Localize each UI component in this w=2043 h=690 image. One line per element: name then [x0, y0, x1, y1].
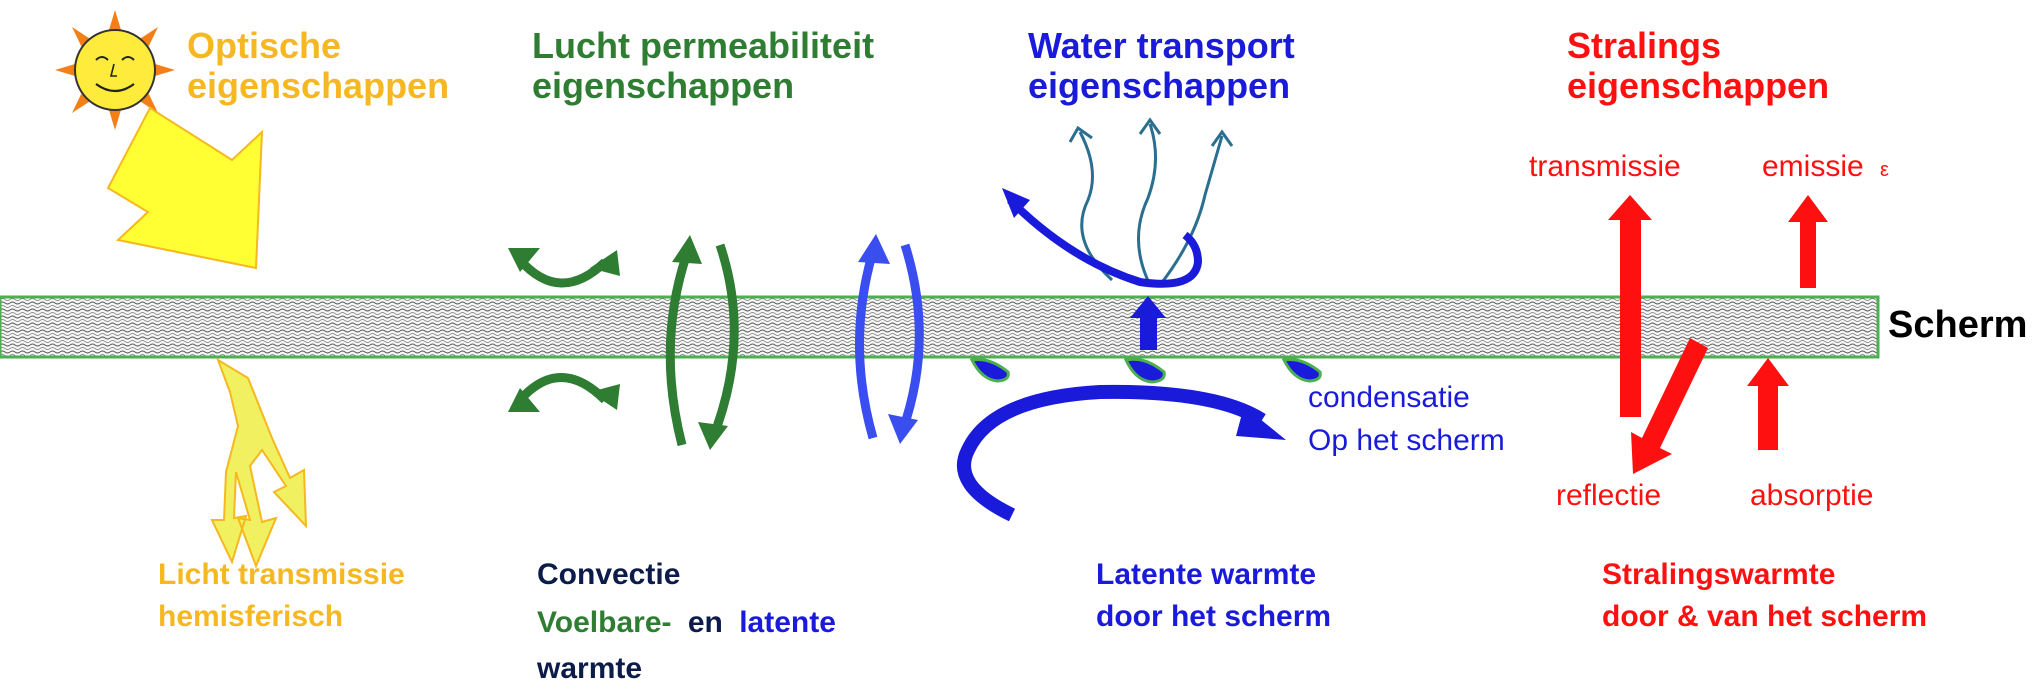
label-transmission: transmissie — [1529, 150, 1681, 183]
latent-convection-arrows — [854, 243, 924, 440]
caption-sensible: Voelbare- — [537, 606, 672, 639]
evaporation-loop-arrow — [1007, 197, 1203, 288]
label-absorption: absorptie — [1750, 479, 1874, 512]
heading-air-line2: eigenschappen — [532, 65, 795, 106]
heading-water: Water transport eigenschappen — [1028, 28, 1295, 104]
caption-radiation-line2: door & van het scherm — [1602, 600, 1928, 633]
label-reflection: reflectie — [1556, 479, 1662, 512]
arrowhead — [672, 235, 702, 264]
vapour-through-screen-arrow — [1130, 296, 1166, 350]
arrowhead — [508, 248, 540, 272]
heading-radiation: Stralings eigenschappen — [1567, 28, 1829, 104]
label-condensation-line1: condensatie — [1308, 381, 1470, 414]
caption-radiation-line1: Stralingswarmte — [1602, 558, 1836, 591]
latent-heat-arc-arrow — [957, 384, 1266, 522]
screen-label: Scherm — [1888, 304, 2028, 346]
caption-latent: latente — [739, 606, 836, 639]
heading-radiation-line1: Stralings — [1567, 25, 1722, 66]
arrowhead — [590, 384, 620, 410]
heading-optical-line2: eigenschappen — [187, 65, 450, 106]
caption-and: en — [687, 606, 723, 639]
arrowhead — [698, 422, 728, 450]
emission-arrow — [1788, 195, 1828, 288]
label-epsilon: ε — [1880, 159, 1889, 181]
label-condensation-line2: Op het scherm — [1308, 424, 1505, 457]
heading-water-line2: eigenschappen — [1028, 65, 1291, 106]
label-emission-text: emissie — [1762, 150, 1864, 183]
caption-optical: Licht transmissie hemisferisch — [158, 560, 405, 632]
arrowhead — [858, 234, 890, 264]
label-emission: emissie ε — [1762, 152, 1889, 182]
heading-air: Lucht permeabiliteit eigenschappen — [532, 28, 874, 104]
condensation-drops — [969, 357, 1322, 384]
label-condensation: condensatie Op het scherm — [1308, 383, 1505, 456]
arrowhead — [1002, 188, 1030, 218]
arrowhead — [590, 250, 620, 276]
arrowhead — [508, 388, 540, 412]
caption-radiation: Stralingswarmte door & van het scherm — [1602, 560, 1927, 632]
arrowhead — [888, 414, 918, 444]
transmitted-light-arrows — [210, 357, 308, 569]
arrowhead — [1236, 406, 1286, 440]
transmission-arrow — [1608, 195, 1652, 417]
heading-radiation-line2: eigenschappen — [1567, 65, 1830, 106]
heading-air-line1: Lucht permeabiliteit — [532, 25, 875, 66]
caption-convection-line2: Voelbare- en latente — [537, 608, 836, 638]
caption-convection-title: Convectie — [537, 558, 681, 591]
reflection-arrow — [1631, 338, 1708, 474]
vapour-plumes — [1078, 123, 1224, 286]
absorption-arrow — [1747, 358, 1789, 450]
caption-optical-line1: Licht transmissie — [158, 558, 405, 591]
caption-latent-line2: door het scherm — [1096, 600, 1332, 633]
caption-latent-line1: Latente warmte — [1096, 558, 1317, 591]
heading-optical: Optische eigenschappen — [187, 28, 449, 104]
caption-convection: Convectie Voelbare- en latente warmte — [537, 560, 836, 684]
caption-latent: Latente warmte door het scherm — [1096, 560, 1331, 632]
caption-convection-heat: warmte — [537, 652, 643, 685]
caption-optical-line2: hemisferisch — [158, 600, 344, 633]
heading-optical-line1: Optische — [187, 25, 342, 66]
screen-band — [0, 295, 1880, 359]
incoming-light-arrow — [106, 106, 264, 270]
heading-water-line1: Water transport — [1028, 25, 1295, 66]
sun-icon — [55, 10, 175, 130]
